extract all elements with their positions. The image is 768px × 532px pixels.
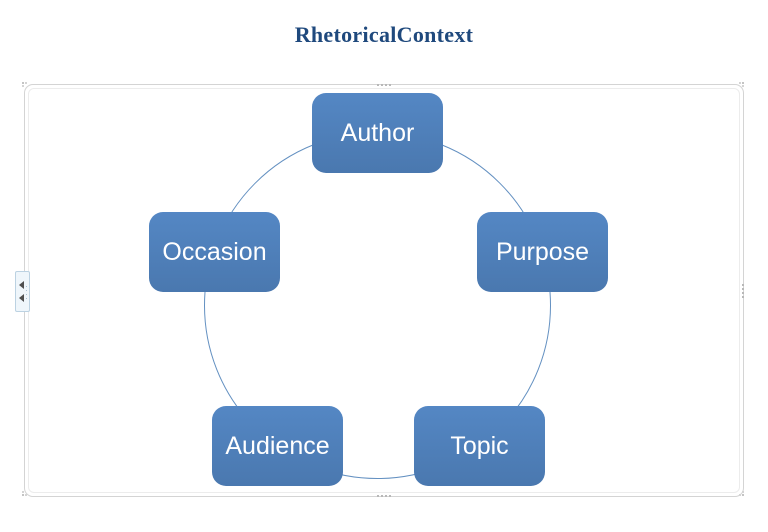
- chevron-left-icon: [19, 294, 24, 302]
- diagram-node-topic[interactable]: Topic: [414, 406, 545, 486]
- diagram-node-purpose[interactable]: Purpose: [477, 212, 608, 292]
- dot-grip-icon: [26, 286, 27, 287]
- resize-handle-bottom-left[interactable]: [22, 494, 24, 496]
- resize-handle-right[interactable]: [742, 284, 744, 286]
- diagram-node-occasion[interactable]: Occasion: [149, 212, 280, 292]
- node-label: Author: [340, 118, 415, 147]
- resize-handle-top[interactable]: [377, 84, 379, 86]
- text-pane-toggle-button[interactable]: [15, 271, 30, 312]
- diagram-node-author[interactable]: Author: [312, 93, 443, 173]
- resize-handle-top-left[interactable]: [22, 82, 24, 84]
- page-title: RhetoricalContext: [294, 22, 474, 47]
- diagram-node-audience[interactable]: Audience: [212, 406, 343, 486]
- node-label: Topic: [450, 431, 509, 460]
- chevron-left-icon: [19, 281, 24, 289]
- node-label: Audience: [225, 431, 330, 460]
- node-label: Purpose: [495, 237, 590, 266]
- node-label: Occasion: [162, 237, 267, 266]
- resize-handle-top-right[interactable]: [742, 82, 744, 84]
- resize-handle-bottom-right[interactable]: [742, 494, 744, 496]
- resize-handle-bottom[interactable]: [377, 495, 379, 497]
